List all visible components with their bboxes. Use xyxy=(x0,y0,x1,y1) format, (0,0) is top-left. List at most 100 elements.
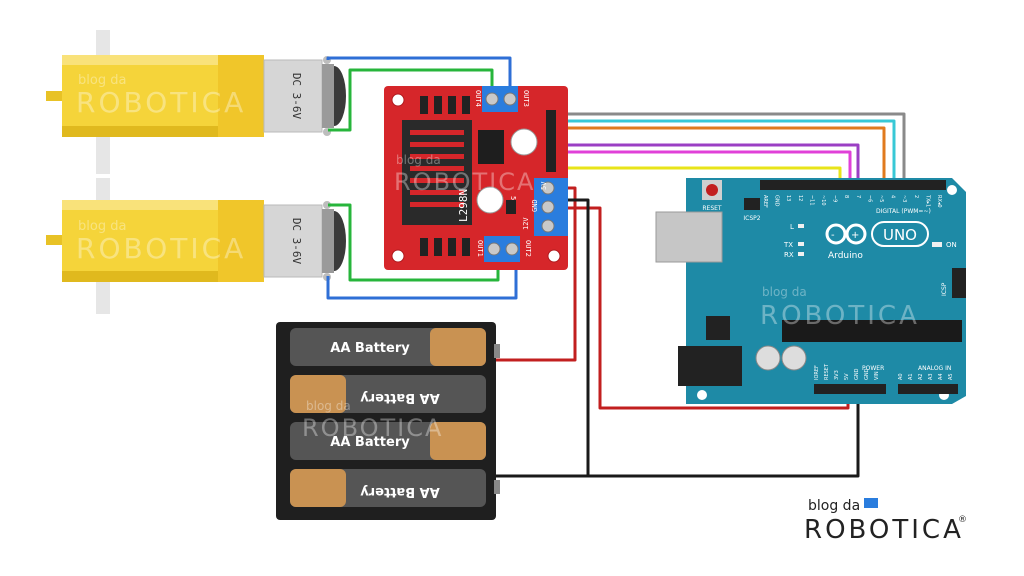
pin-label: RESET xyxy=(824,363,830,380)
pin-label: A1 xyxy=(908,373,914,380)
terminal-gnd-label: GND xyxy=(531,199,539,212)
pin-label: GND xyxy=(864,368,870,380)
watermark-prefix: blog da xyxy=(78,73,126,88)
wire-black-arduino-gnd xyxy=(588,386,860,478)
watermark-prefix: blog da xyxy=(78,219,126,234)
icsp2-label: ICSP2 xyxy=(743,215,760,222)
pin-label: ~11 xyxy=(808,195,814,206)
pin-label: AREF xyxy=(762,195,768,208)
pin-label: ~3 xyxy=(901,195,907,202)
terminal-out3-label: OUT3 xyxy=(522,90,530,107)
led-rx-label: RX xyxy=(784,251,794,259)
pin-label: A5 xyxy=(948,373,954,380)
wire-yellow xyxy=(556,166,842,180)
reset-label: RESET xyxy=(702,205,722,212)
logo-name: ROBOTICA xyxy=(804,515,964,545)
battery-cell-2-label: AA Battery xyxy=(360,390,440,405)
motor-bottom: DC 3-6V xyxy=(46,178,346,314)
terminal-out2-label: OUT2 xyxy=(524,240,532,257)
icsp-label: ICSP xyxy=(941,282,948,296)
wire-motor-bottom-green xyxy=(328,203,500,282)
wire-purple xyxy=(556,143,860,180)
watermark-name: ROBOTICA xyxy=(394,168,535,196)
pin-label: IOREF xyxy=(814,365,820,380)
logo-registered: ® xyxy=(958,515,967,525)
watermark-driver: blog da ROBOTICA xyxy=(394,153,535,196)
battery-cell-1: AA Battery xyxy=(290,328,486,366)
svg-text:+: + xyxy=(851,230,859,241)
motor-top-label: DC 3-6V xyxy=(290,73,303,120)
wire-gray xyxy=(556,112,906,180)
pin-label: 7 xyxy=(855,195,861,198)
watermark-name: ROBOTICA xyxy=(76,86,246,119)
digital-label: DIGITAL (PWM=~) xyxy=(876,208,931,215)
battery-cell-4: AA Battery xyxy=(290,469,486,507)
battery-cell-1-label: AA Battery xyxy=(330,341,410,356)
pin-label: TX▸1 xyxy=(924,194,930,207)
battery-cell-3-label: AA Battery xyxy=(330,435,410,450)
watermark-motor-2: blog da ROBOTICA xyxy=(76,219,246,265)
wire-black-gnd xyxy=(492,198,590,478)
pin-label: 12 xyxy=(797,195,803,201)
watermark-battery: blog da ROBOTICA xyxy=(302,399,443,442)
wire-cyan xyxy=(556,119,896,180)
watermark-arduino: blog da ROBOTICA xyxy=(760,285,920,331)
driver-part-label: L298N xyxy=(457,189,470,222)
watermark-name: ROBOTICA xyxy=(760,301,920,331)
pin-label: RX◂0 xyxy=(936,195,942,208)
battery-cell-3: AA Battery xyxy=(290,422,486,460)
pin-label: A0 xyxy=(898,373,904,380)
power-label: POWER xyxy=(862,365,884,372)
arduino-model: UNO xyxy=(883,226,917,244)
analog-label: ANALOG IN xyxy=(918,365,951,372)
pin-label: A2 xyxy=(918,373,924,380)
watermark-name: ROBOTICA xyxy=(76,232,246,265)
arduino-infinity-icon xyxy=(825,223,867,245)
pin-label: GND xyxy=(774,195,780,207)
battery-cell-4-label: AA Battery xyxy=(360,484,440,499)
pin-label: ~9 xyxy=(832,195,838,202)
wire-motor-top-blue xyxy=(326,56,512,92)
motor-driver-board: L298N 5VEN OUT4 OUT3 12V GND 5V OUT1 OUT… xyxy=(384,86,568,270)
on-label: ON xyxy=(946,241,957,249)
led-tx-label: TX xyxy=(783,241,793,249)
pin-label: ~6 xyxy=(866,195,872,202)
watermark-prefix: blog da xyxy=(306,399,351,413)
motor-bottom-label: DC 3-6V xyxy=(290,218,303,265)
pin-label: VIN xyxy=(874,371,880,380)
pin-label: 2 xyxy=(913,195,919,198)
led-l-label: L xyxy=(790,223,794,231)
pin-label: 3V3 xyxy=(834,370,840,380)
digital-pin-labels: AREF GND 13 12 ~11 ~10 ~9 8 7 ~6 ~5 4 ~3 2 TX▸1 RX◂0 xyxy=(762,194,942,208)
pin-label: ~10 xyxy=(820,195,826,206)
pin-label: A4 xyxy=(938,373,944,380)
terminal-12v-label: 12V xyxy=(522,217,530,230)
wire-motor-bottom-blue xyxy=(326,262,518,300)
terminal-out4-label: OUT4 xyxy=(474,90,482,107)
watermark-prefix: blog da xyxy=(762,285,807,299)
battery-pack: AA Battery AA Battery AA Battery AA Batt… xyxy=(276,322,500,520)
wire-magenta xyxy=(556,150,852,180)
wire-orange xyxy=(556,126,886,180)
blog-logo: blog da ROBOTICA ® xyxy=(804,498,967,545)
wires xyxy=(326,56,906,478)
terminal-5v-label: 5V xyxy=(540,181,548,190)
svg-text:-: - xyxy=(831,230,835,241)
arduino-brand: Arduino xyxy=(828,251,863,261)
pin-label: 8 xyxy=(843,195,849,198)
pin-label: 4 xyxy=(890,195,896,198)
battery-cell-2: AA Battery xyxy=(290,375,486,413)
pin-label: 13 xyxy=(785,195,791,201)
watermark-prefix: blog da xyxy=(396,153,441,167)
pin-label: GND xyxy=(854,368,860,380)
watermark-name: ROBOTICA xyxy=(302,414,443,442)
motor-top: DC 3-6V xyxy=(46,30,346,174)
pin-label: ~5 xyxy=(878,195,884,202)
terminal-out1-label: OUT1 xyxy=(476,240,484,257)
wire-motor-top-green xyxy=(328,68,494,132)
logo-prefix: blog da xyxy=(808,498,860,514)
